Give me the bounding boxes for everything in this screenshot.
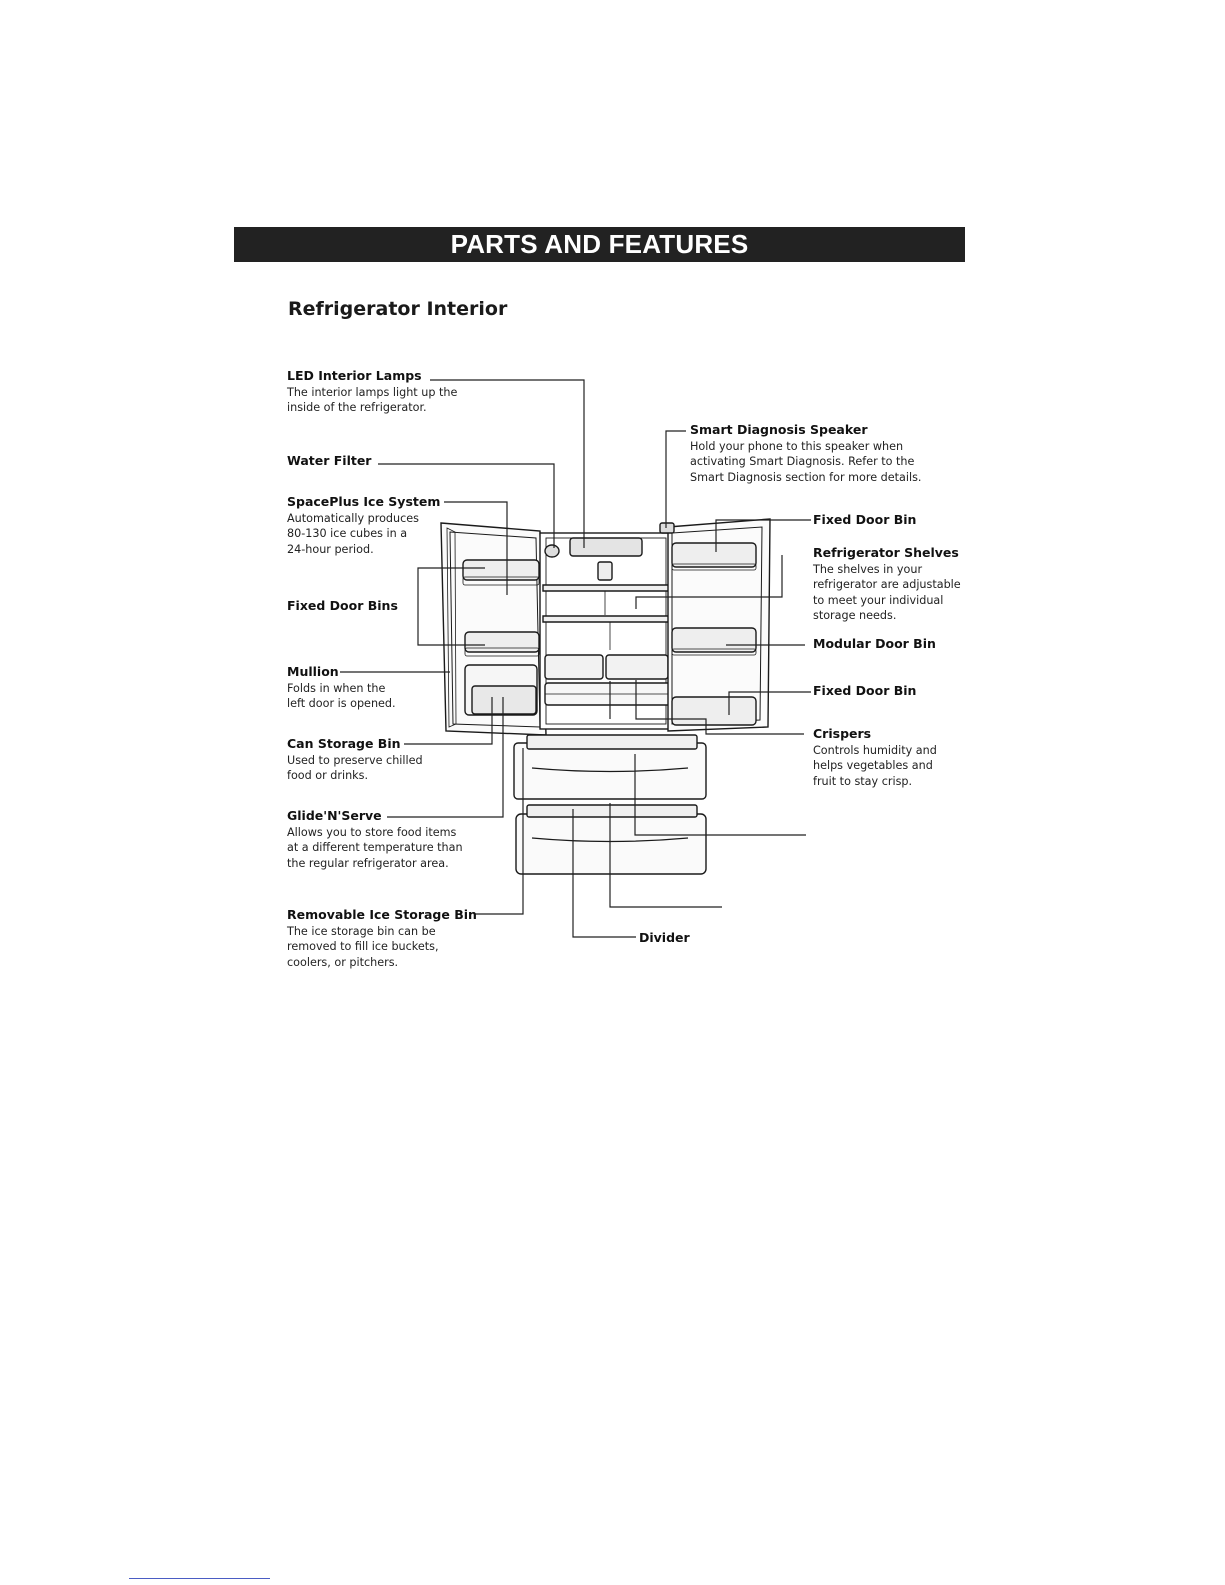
callout-title: Fixed Door Bins (287, 598, 398, 614)
freezer-bottom-drawer (516, 814, 706, 874)
left-door-bin-2 (465, 632, 539, 652)
callout-title: Divider (639, 930, 690, 946)
callout-desc: Used to preserve chilled food or drinks. (287, 753, 423, 784)
callout-desc: The shelves in your refrigerator are adj… (813, 562, 961, 624)
callout-title: Glide'N'Serve (287, 808, 463, 824)
callout-can-storage: Can Storage Bin Used to preserve chilled… (287, 736, 423, 784)
callout-fixed-door-bin-top: Fixed Door Bin (813, 512, 916, 528)
callout-desc: Automatically produces 80-130 ice cubes … (287, 511, 440, 557)
crisper-left (545, 655, 603, 679)
shelf-lower (543, 616, 670, 622)
callout-divider: Divider (639, 930, 690, 946)
callout-glide-n-serve: Glide'N'Serve Allows you to store food i… (287, 808, 463, 871)
callout-title: Mullion (287, 664, 396, 680)
callout-desc: Controls humidity and helps vegetables a… (813, 743, 937, 789)
callout-desc: The interior lamps light up the inside o… (287, 385, 457, 416)
water-filter-housing (545, 545, 559, 557)
leader-smart (666, 431, 686, 528)
led-lamp-housing (570, 538, 642, 556)
callout-water-filter: Water Filter (287, 453, 371, 469)
callout-fixed-door-bin-bottom: Fixed Door Bin (813, 683, 916, 699)
callout-title: Water Filter (287, 453, 371, 469)
callout-title: Fixed Door Bin (813, 683, 916, 699)
callout-title: Can Storage Bin (287, 736, 423, 752)
callout-title: Crispers (813, 726, 937, 742)
callout-desc: The ice storage bin can be removed to fi… (287, 924, 477, 970)
callout-led-lamps: LED Interior Lamps The interior lamps li… (287, 368, 457, 416)
callout-desc: Folds in when the left door is opened. (287, 681, 396, 712)
callout-smart-diagnosis: Smart Diagnosis Speaker Hold your phone … (690, 422, 922, 485)
right-door-bin-bottom (672, 697, 756, 725)
callout-title: Refrigerator Shelves (813, 545, 961, 561)
callout-title: Fixed Door Bin (813, 512, 916, 528)
callout-title: SpacePlus Ice System (287, 494, 440, 510)
callout-desc: Hold your phone to this speaker when act… (690, 439, 922, 485)
callout-spaceplus: SpacePlus Ice System Automatically produ… (287, 494, 440, 557)
callout-ice-storage: Removable Ice Storage Bin The ice storag… (287, 907, 477, 970)
shelf-upper (543, 585, 670, 591)
callout-modular-bin: Modular Door Bin (813, 636, 936, 652)
callout-shelves: Refrigerator Shelves The shelves in your… (813, 545, 961, 624)
callout-fixed-door-bins: Fixed Door Bins (287, 598, 398, 614)
callout-title: Removable Ice Storage Bin (287, 907, 477, 923)
right-door-bin-top (672, 543, 756, 567)
callout-title: Smart Diagnosis Speaker (690, 422, 922, 438)
callout-desc: Allows you to store food items at a diff… (287, 825, 463, 871)
callout-title: LED Interior Lamps (287, 368, 457, 384)
footer-link-underline (129, 1578, 270, 1579)
crisper-right (606, 655, 668, 679)
callout-crispers: Crispers Controls humidity and helps veg… (813, 726, 937, 789)
callout-mullion: Mullion Folds in when the left door is o… (287, 664, 396, 712)
callout-title: Modular Door Bin (813, 636, 936, 652)
right-door-bin-mid (672, 628, 756, 652)
